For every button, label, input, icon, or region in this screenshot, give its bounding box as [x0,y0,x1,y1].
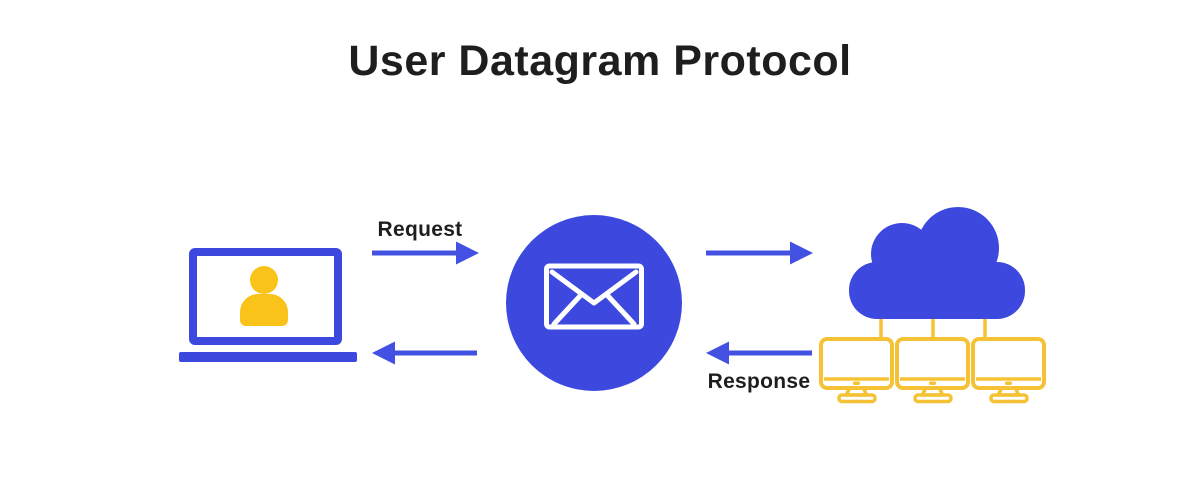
response-arrow-head [706,341,729,365]
cloud-base [849,262,1025,319]
server-monitor-icon [971,337,1046,404]
monitor-button [1005,381,1012,385]
server-monitor-icon [895,337,970,404]
envelope-body [544,263,644,330]
monitor-button [929,381,936,385]
person-icon [240,266,288,326]
to-cloud-arrow-head [790,241,813,265]
envelope-fold-left [551,293,583,327]
server-monitor-icon [819,337,894,404]
envelope-icon [506,215,682,391]
return-arrow [372,341,477,365]
response-label: Response [707,370,811,393]
envelope-flap [549,269,639,306]
request-arrow [372,241,479,265]
request-label: Request [377,218,463,241]
monitor-button [853,381,860,385]
envelope-fold-right [605,293,637,327]
to-cloud-arrow [706,241,813,265]
laptop-base [179,352,357,362]
cloud-icon [849,207,1025,319]
monitor-stand-base [837,393,877,404]
request-arrow-head [456,241,479,265]
laptop-user-icon [179,248,357,362]
response-arrow [706,341,812,365]
monitor-stand-base [989,393,1029,404]
person-body [240,294,288,326]
page-title: User Datagram Protocol [348,37,852,85]
cloud-servers-icon [819,207,1046,404]
monitor-stand-base [913,393,953,404]
person-head [250,266,278,294]
return-arrow-head [372,341,395,365]
